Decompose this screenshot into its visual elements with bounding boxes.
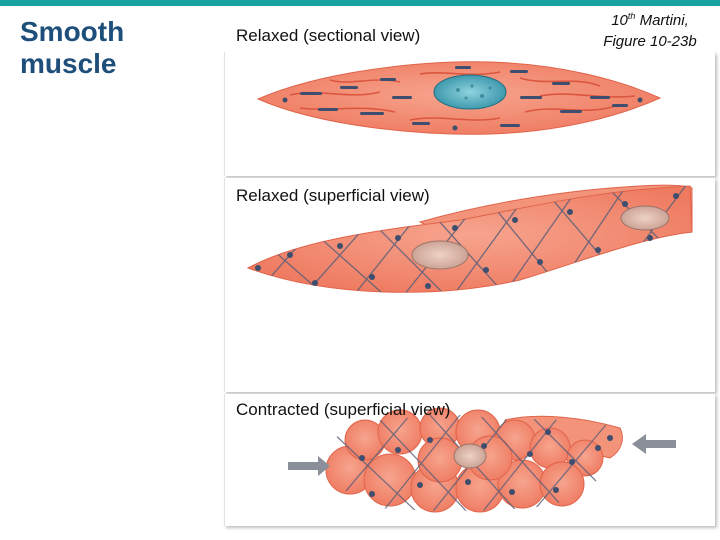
citation-ordinal: 10 [611,12,628,29]
citation-superscript: th [627,11,636,21]
page-title: Smooth muscle [20,16,125,79]
sectional-cell [256,61,662,135]
panel-label-relaxed-superficial: Relaxed (superficial view) [236,186,430,205]
superficial-nucleus-1 [411,240,469,270]
figure-citation: 10th Martini, Figure 10-23b [585,10,715,52]
arrow-left-icon [632,434,676,454]
sectional-nucleus [433,74,507,110]
panel-label-relaxed-sectional: Relaxed (sectional view) [236,26,421,45]
superficial-nucleus-2 [620,205,670,231]
panel-label-contracted-superficial: Contracted (superficial view) [236,400,451,419]
contracted-cells [325,407,623,513]
accent-bar [0,0,720,6]
arrow-right-icon [288,456,330,476]
contracted-nucleus [453,443,487,469]
citation-figure: Figure 10-23b [603,33,697,50]
citation-author: Martini, [635,12,689,29]
